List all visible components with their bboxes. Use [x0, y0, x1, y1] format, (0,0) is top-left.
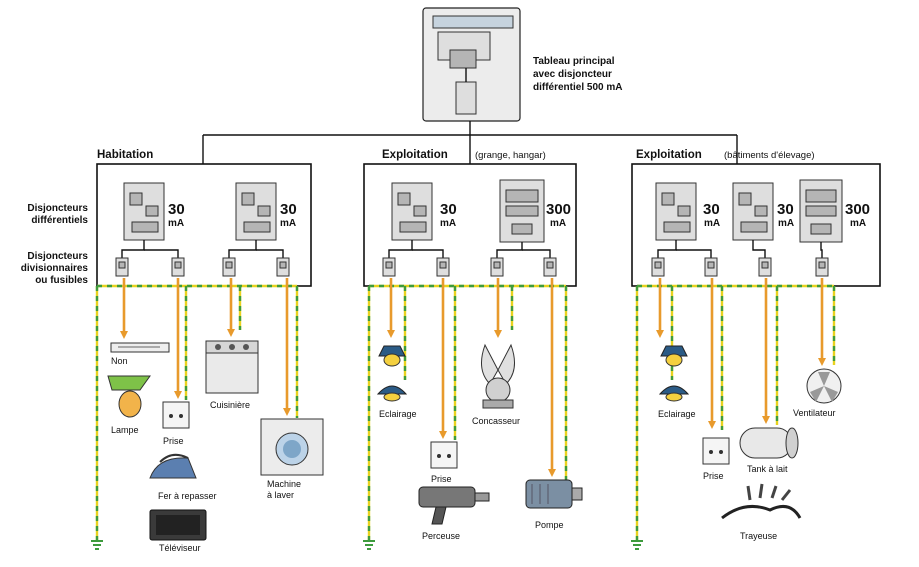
load-label: Perceuse — [422, 531, 460, 541]
load-socket: Prise — [162, 401, 190, 446]
rcd-breaker: 300 mA — [499, 179, 571, 243]
load-milk-tank: Tank à lait — [739, 427, 799, 474]
load-washing-machine: Machine à laver — [260, 418, 324, 500]
rcd-breaker: 30 mA — [123, 182, 185, 241]
label-divisionnaires-3: ou fusibles — [35, 275, 88, 286]
mcb-row — [115, 257, 290, 277]
phase-conductors — [656, 278, 826, 429]
load-label: Non — [111, 356, 128, 366]
load-label: à laver — [267, 490, 294, 500]
load-lamp: Lampe — [107, 375, 151, 435]
load-label: Cuisinière — [210, 400, 250, 410]
distribution-bus — [202, 121, 738, 164]
load-label: Eclairage — [379, 409, 417, 419]
rcd-rating: 30 — [168, 201, 185, 218]
rcd-breaker: 300 mA — [799, 179, 870, 243]
label-divisionnaires-1: Disjoncteurs — [27, 251, 88, 262]
load-label: Concasseur — [472, 416, 520, 426]
label-disjoncteurs-differentiels-1: Disjoncteurs — [27, 203, 88, 214]
load-label: Pompe — [535, 520, 564, 530]
load-label: Prise — [703, 471, 724, 481]
rcd-rating: 30 — [440, 201, 457, 218]
group-subtitle: (grange, hangar) — [475, 150, 546, 161]
load-label: Eclairage — [658, 409, 696, 419]
rcd-unit: mA — [850, 218, 866, 229]
ground-symbol — [91, 540, 103, 550]
load-milking-machine: Trayeuse — [721, 483, 802, 541]
load-television: Téléviseur — [149, 509, 207, 553]
load-label: Fer à repasser — [158, 491, 217, 501]
load-label: Tank à lait — [747, 464, 788, 474]
load-lighting: Eclairage — [658, 345, 696, 419]
load-cooker: Cuisinière — [205, 340, 259, 410]
rcd-unit: mA — [168, 218, 184, 229]
group-subtitle: (bâtiments d'élevage) — [724, 150, 815, 161]
mcb-row — [651, 257, 829, 277]
earth-conductor — [367, 284, 568, 540]
rcd-unit: mA — [280, 218, 296, 229]
load-label: Prise — [431, 474, 452, 484]
phase-conductors — [120, 278, 291, 416]
group-title: Exploitation — [382, 149, 448, 161]
label-divisionnaires-2: divisionnaires — [21, 263, 89, 274]
rcd-unit: mA — [440, 218, 456, 229]
ground-symbol — [631, 540, 643, 550]
load-label: Téléviseur — [159, 543, 201, 553]
rcd-breaker: 30 mA — [732, 182, 794, 241]
rcd-rating: 30 — [280, 201, 297, 218]
ground-symbol — [363, 540, 375, 550]
load-label: Lampe — [111, 425, 139, 435]
main-panel: Tableau principal avec disjoncteur diffé… — [422, 7, 622, 122]
rcd-breaker: 30 mA — [235, 182, 297, 241]
rcd-breaker: 30 mA — [655, 182, 720, 241]
group-habitation: Habitation 30 mA 30 mA — [91, 149, 324, 553]
load-fan: Ventilateur — [793, 368, 842, 418]
rcd-unit: mA — [550, 218, 566, 229]
group-title: Habitation — [97, 149, 153, 161]
load-label: Ventilateur — [793, 408, 836, 418]
main-panel-label-line2: avec disjoncteur — [533, 69, 612, 80]
load-label: Machine — [267, 479, 301, 489]
main-panel-label-line1: Tableau principal — [533, 56, 615, 67]
load-label: Prise — [163, 436, 184, 446]
earth-conductor — [95, 284, 299, 540]
rcd-unit: mA — [778, 218, 794, 229]
load-drill: Perceuse — [418, 486, 490, 541]
group-exploitation-elevage: Exploitation (bâtiments d'élevage) 30 mA… — [631, 149, 881, 550]
phase-conductors — [387, 278, 556, 477]
left-labels: Disjoncteurs différentiels Disjoncteurs … — [21, 203, 89, 286]
label-disjoncteurs-differentiels-2: différentiels — [31, 215, 88, 226]
load-crusher: Concasseur — [472, 343, 520, 426]
group-title: Exploitation — [636, 149, 702, 161]
rcd-rating: 30 — [703, 201, 720, 218]
load-socket: Prise — [430, 441, 458, 484]
main-panel-label-line3: différentiel 500 mA — [533, 82, 622, 93]
load-iron: Fer à repasser — [149, 453, 217, 501]
load-pump: Pompe — [525, 479, 583, 530]
load-non: Non — [110, 342, 170, 366]
group-exploitation-grange: Exploitation (grange, hangar) 30 mA 300 … — [363, 149, 583, 550]
load-label: Trayeuse — [740, 531, 777, 541]
load-socket: Prise — [702, 437, 730, 481]
rcd-rating: 300 — [845, 201, 870, 218]
rcd-rating: 30 — [777, 201, 794, 218]
rcd-rating: 300 — [546, 201, 571, 218]
load-lighting: Eclairage — [376, 345, 417, 419]
rcd-breaker: 30 mA — [391, 182, 457, 241]
rcd-unit: mA — [704, 218, 720, 229]
mcb-row — [382, 257, 557, 277]
